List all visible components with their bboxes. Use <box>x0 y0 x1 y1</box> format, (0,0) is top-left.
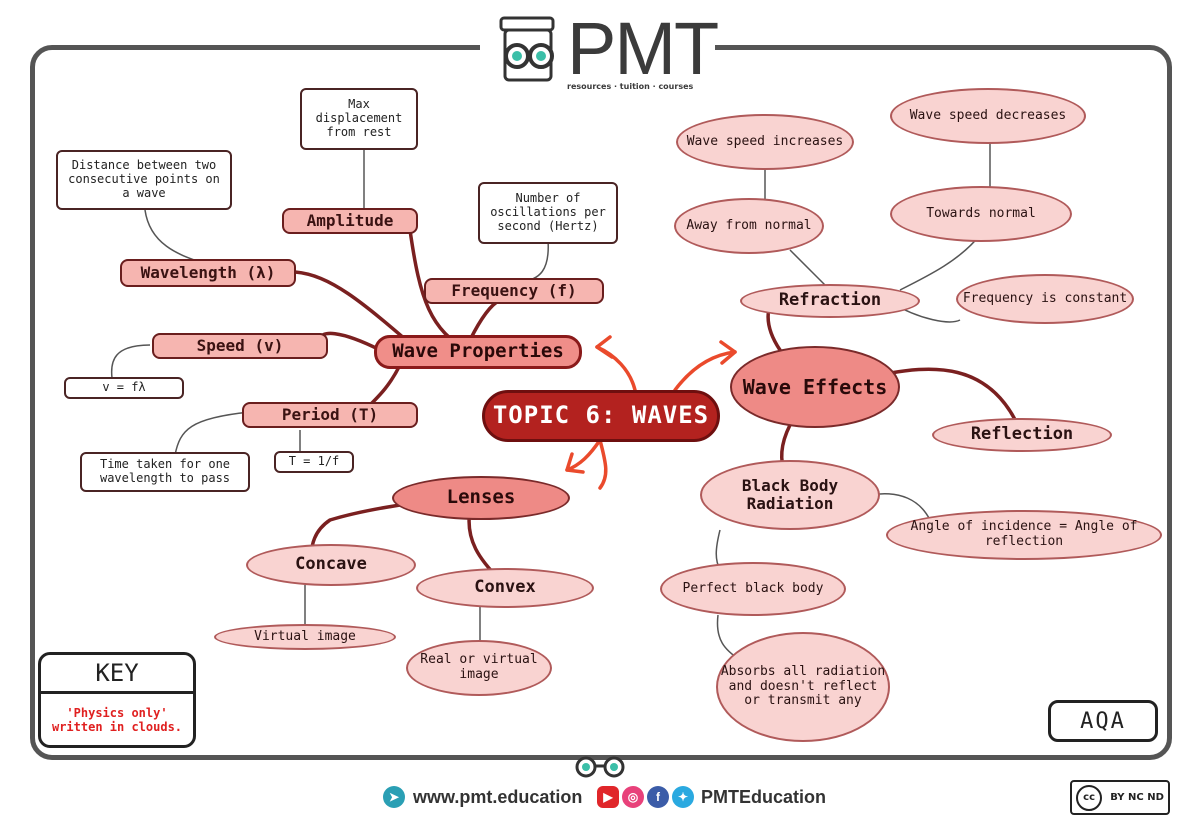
convex-note: Real or virtual image <box>406 640 552 696</box>
reflection-node: Reflection <box>932 418 1112 452</box>
cc-icon: cc <box>1076 784 1103 811</box>
link-period <box>368 363 402 407</box>
reflection-note: Angle of incidence = Angle of reflection <box>886 510 1162 560</box>
arrow-effects <box>673 350 737 392</box>
twitter-icon[interactable]: ✦ <box>672 786 694 808</box>
refraction-node: Refraction <box>740 284 920 318</box>
link-reflection <box>878 367 1022 432</box>
key-box: KEY 'Physics only' written in clouds. <box>38 652 196 748</box>
period-equation: T = 1/f <box>274 451 354 473</box>
logo-text: PMT <box>567 7 719 90</box>
link-speed <box>318 331 382 352</box>
footer-website[interactable]: ➤ www.pmt.education <box>383 786 582 808</box>
arrow-properties <box>595 345 637 392</box>
cursor-icon: ➤ <box>383 786 405 808</box>
glasses-icon <box>575 756 625 778</box>
website-link[interactable]: www.pmt.education <box>413 786 583 807</box>
wave-properties-node: Wave Properties <box>374 335 582 369</box>
exam-board-badge: AQA <box>1048 700 1158 742</box>
footer-social: ▶ ◎ f ✦ PMTEducation <box>597 786 826 808</box>
concave-note: Virtual image <box>214 624 396 650</box>
period-node: Period (T) <box>242 402 418 428</box>
towards-normal: Towards normal <box>890 186 1072 242</box>
amplitude-node: Amplitude <box>282 208 418 234</box>
convex-node: Convex <box>416 568 594 608</box>
pmt-logo: PMT resources · tuition · courses <box>495 12 719 92</box>
book-glasses-icon <box>499 16 555 82</box>
black-body-radiation-node: Black Body Radiation <box>700 460 880 530</box>
wave-speed-increases: Wave speed increases <box>676 114 854 170</box>
frequency-definition: Number of oscillations per second (Hertz… <box>478 182 618 244</box>
key-note: 'Physics only' written in clouds. <box>51 705 183 734</box>
logo-tagline: resources · tuition · courses <box>567 82 694 91</box>
key-title: KEY <box>41 655 193 694</box>
lenses-node: Lenses <box>392 476 570 520</box>
arrow-tail <box>598 438 608 490</box>
away-from-normal: Away from normal <box>674 198 824 254</box>
youtube-icon[interactable]: ▶ <box>597 786 619 808</box>
period-definition: Time taken for one wavelength to pass <box>80 452 250 492</box>
speed-equation: v = fλ <box>64 377 184 399</box>
concave-node: Concave <box>246 544 416 586</box>
wave-effects-node: Wave Effects <box>730 346 900 428</box>
license-text: BY NC ND <box>1110 792 1164 803</box>
wavelength-node: Wavelength (λ) <box>120 259 296 287</box>
creative-commons-badge[interactable]: cc BY NC ND <box>1070 780 1170 815</box>
arrow-lenses <box>565 438 602 472</box>
wave-speed-decreases: Wave speed decreases <box>890 88 1086 144</box>
topic-title: TOPIC 6: WAVES <box>482 390 720 442</box>
instagram-icon[interactable]: ◎ <box>622 786 644 808</box>
wavelength-definition: Distance between two consecutive points … <box>56 150 232 210</box>
perfect-black-body: Perfect black body <box>660 562 846 616</box>
frequency-constant: Frequency is constant <box>956 274 1134 324</box>
facebook-icon[interactable]: f <box>647 786 669 808</box>
social-handle[interactable]: PMTEducation <box>701 786 826 807</box>
speed-node: Speed (v) <box>152 333 328 359</box>
frequency-node: Frequency (f) <box>424 278 604 304</box>
absorbs-radiation-note: Absorbs all radiation and doesn't reflec… <box>716 632 890 742</box>
link-frequency <box>468 298 502 342</box>
amplitude-definition: Max displacement from rest <box>300 88 418 150</box>
